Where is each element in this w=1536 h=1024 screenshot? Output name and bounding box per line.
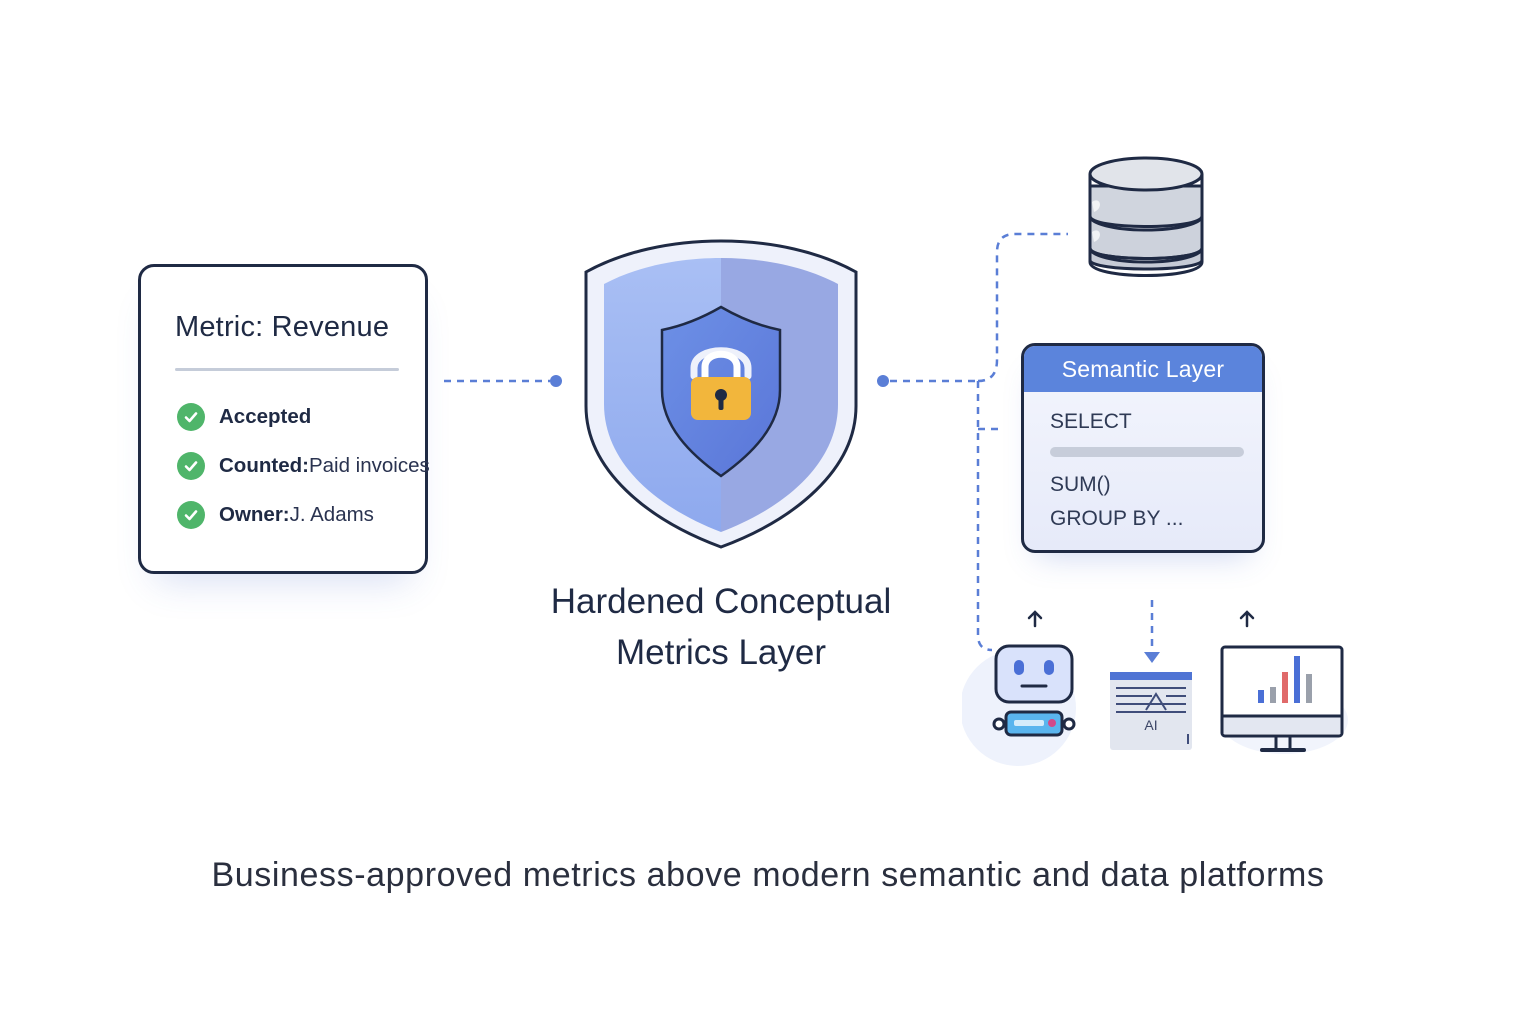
connector-dot-right — [877, 375, 889, 387]
metric-item-key: Accepted — [219, 405, 312, 428]
arrow-down-icon — [1144, 652, 1160, 663]
connector-dot-left — [550, 375, 562, 387]
ai-document-icon: AI — [1104, 664, 1198, 756]
metric-item-value: Paid invoices — [308, 454, 430, 477]
metric-item-value: J. Adams — [289, 503, 374, 526]
center-title-line1: Hardened Conceptual — [550, 582, 892, 621]
metric-item-key: Owner: — [219, 503, 290, 526]
sql-line-select: SELECT — [1050, 410, 1132, 433]
metric-item-key: Counted: — [219, 454, 309, 477]
diagram-caption: Business-approved metrics above modern s… — [211, 856, 1325, 894]
check-icon — [177, 501, 205, 529]
arrow-up-icon — [1027, 610, 1043, 628]
check-icon — [177, 452, 205, 480]
ai-document-label: AI — [1144, 717, 1158, 733]
metric-card-divider — [175, 368, 399, 371]
metric-item-accepted: Accepted — [177, 403, 311, 431]
lock-icon — [691, 350, 751, 420]
center-title: Hardened Conceptual Metrics Layer — [520, 576, 922, 678]
arrow-up-icon — [1239, 610, 1255, 628]
center-title-line2: Metrics Layer — [615, 633, 827, 672]
connector-to-database — [977, 232, 1068, 383]
metric-item-owner: Owner: J. Adams — [177, 501, 374, 529]
metric-card: Metric: Revenue Accepted Counted: Paid i… — [138, 264, 430, 574]
metric-card-title: Metric: Revenue — [175, 311, 390, 343]
sql-placeholder-bar — [1050, 447, 1244, 457]
semantic-layer-header: Semantic Layer — [1024, 346, 1262, 392]
database-icon — [1088, 156, 1204, 277]
check-icon — [177, 403, 205, 431]
sql-line-groupby: GROUP BY ... — [1050, 507, 1184, 530]
robot-icon — [962, 644, 1076, 766]
shield-icon — [584, 239, 858, 549]
sql-line-sum: SUM() — [1050, 473, 1111, 496]
monitor-chart-icon — [1220, 645, 1348, 754]
connector-trunk-down — [976, 381, 993, 652]
metric-item-counted: Counted: Paid invoices — [177, 452, 430, 480]
semantic-layer-panel: Semantic Layer SELECT SUM() GROUP BY ... — [1021, 343, 1265, 553]
